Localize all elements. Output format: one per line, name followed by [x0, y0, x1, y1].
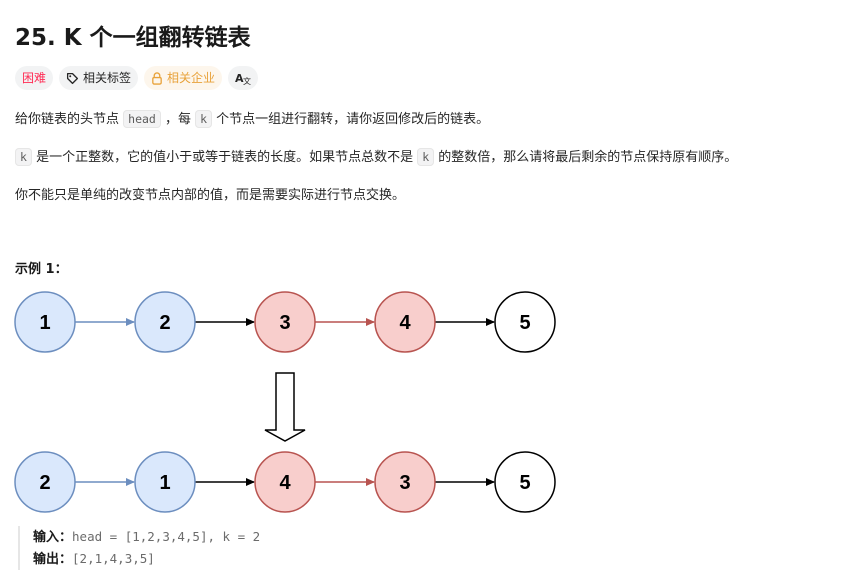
- translate-button[interactable]: A 文: [228, 66, 259, 90]
- inline-code-head: head: [123, 110, 161, 128]
- difficulty-label: 困难: [22, 71, 47, 85]
- inline-code-k: k: [195, 110, 213, 128]
- tag-bar: 困难 相关标签 相关企业 A 文: [15, 66, 259, 90]
- related-tags-button[interactable]: 相关标签: [59, 66, 139, 90]
- translate-icon: A 文: [235, 71, 251, 85]
- description-paragraph-3: 你不能只是单纯的改变节点内部的值，而是需要实际进行节点交换。: [15, 188, 406, 203]
- bottom-node-2: 1: [134, 451, 196, 513]
- problem-title: 25. K 个一组翻转链表: [15, 25, 251, 51]
- text: ，每: [160, 112, 196, 127]
- bottom-node-label: 4: [279, 472, 291, 494]
- example-io-block: 输入：head = [1,2,3,4,5], k = 2 输出：[2,1,4,3…: [18, 526, 260, 570]
- related-companies-label: 相关企业: [167, 71, 216, 85]
- text: 给你链表的头节点: [15, 112, 124, 127]
- description-paragraph-2: k 是一个正整数，它的值小于或等于链表的长度。如果节点总数不是 k 的整数倍，那…: [15, 146, 738, 166]
- top-node-3: 3: [254, 291, 316, 353]
- output-label: 输出：: [33, 552, 73, 567]
- top-node-label: 1: [39, 312, 50, 334]
- text: 的整数倍，那么请将最后剩余的节点保持原有顺序。: [434, 150, 738, 165]
- difficulty-badge: 困难: [15, 66, 54, 90]
- related-tags-label: 相关标签: [83, 71, 132, 85]
- inline-code-k: k: [417, 148, 435, 166]
- bottom-node-4: 3: [374, 451, 436, 513]
- example-input-line: 输入：head = [1,2,3,4,5], k = 2: [33, 526, 260, 548]
- lock-icon: [151, 71, 163, 85]
- bottom-node-3: 4: [254, 451, 316, 513]
- top-node-4: 4: [374, 291, 436, 353]
- svg-text:文: 文: [243, 76, 251, 85]
- inline-code-k: k: [15, 148, 32, 166]
- output-value: [2,1,4,3,5]: [72, 551, 155, 566]
- example-output-line: 输出：[2,1,4,3,5]: [33, 548, 260, 570]
- tag-icon: [66, 72, 79, 85]
- bottom-node-1: 2: [14, 451, 76, 513]
- top-node-label: 5: [519, 312, 530, 334]
- top-node-5: 5: [494, 291, 556, 353]
- example-title: 示例 1：: [15, 262, 68, 277]
- top-node-2: 2: [134, 291, 196, 353]
- input-label: 输入：: [33, 530, 73, 545]
- bottom-node-label: 1: [159, 472, 170, 494]
- bottom-node-5: 5: [494, 451, 556, 513]
- top-node-label: 3: [279, 312, 290, 334]
- input-value: head = [1,2,3,4,5], k = 2: [72, 529, 261, 544]
- top-node-label: 2: [159, 312, 170, 334]
- top-node-label: 4: [399, 312, 411, 334]
- related-companies-button[interactable]: 相关企业: [144, 66, 223, 90]
- bottom-node-label: 3: [399, 472, 410, 494]
- svg-text:A: A: [235, 72, 244, 85]
- text: 个节点一组进行翻转，请你返回修改后的链表。: [212, 112, 490, 127]
- top-node-1: 1: [14, 291, 76, 353]
- bottom-node-label: 2: [39, 472, 50, 494]
- down-arrow-icon: [264, 372, 306, 442]
- text: 是一个正整数，它的值小于或等于链表的长度。如果节点总数不是: [31, 150, 418, 165]
- description-paragraph-1: 给你链表的头节点 head ，每 k 个节点一组进行翻转，请你返回修改后的链表。: [15, 108, 490, 128]
- bottom-node-label: 5: [519, 472, 530, 494]
